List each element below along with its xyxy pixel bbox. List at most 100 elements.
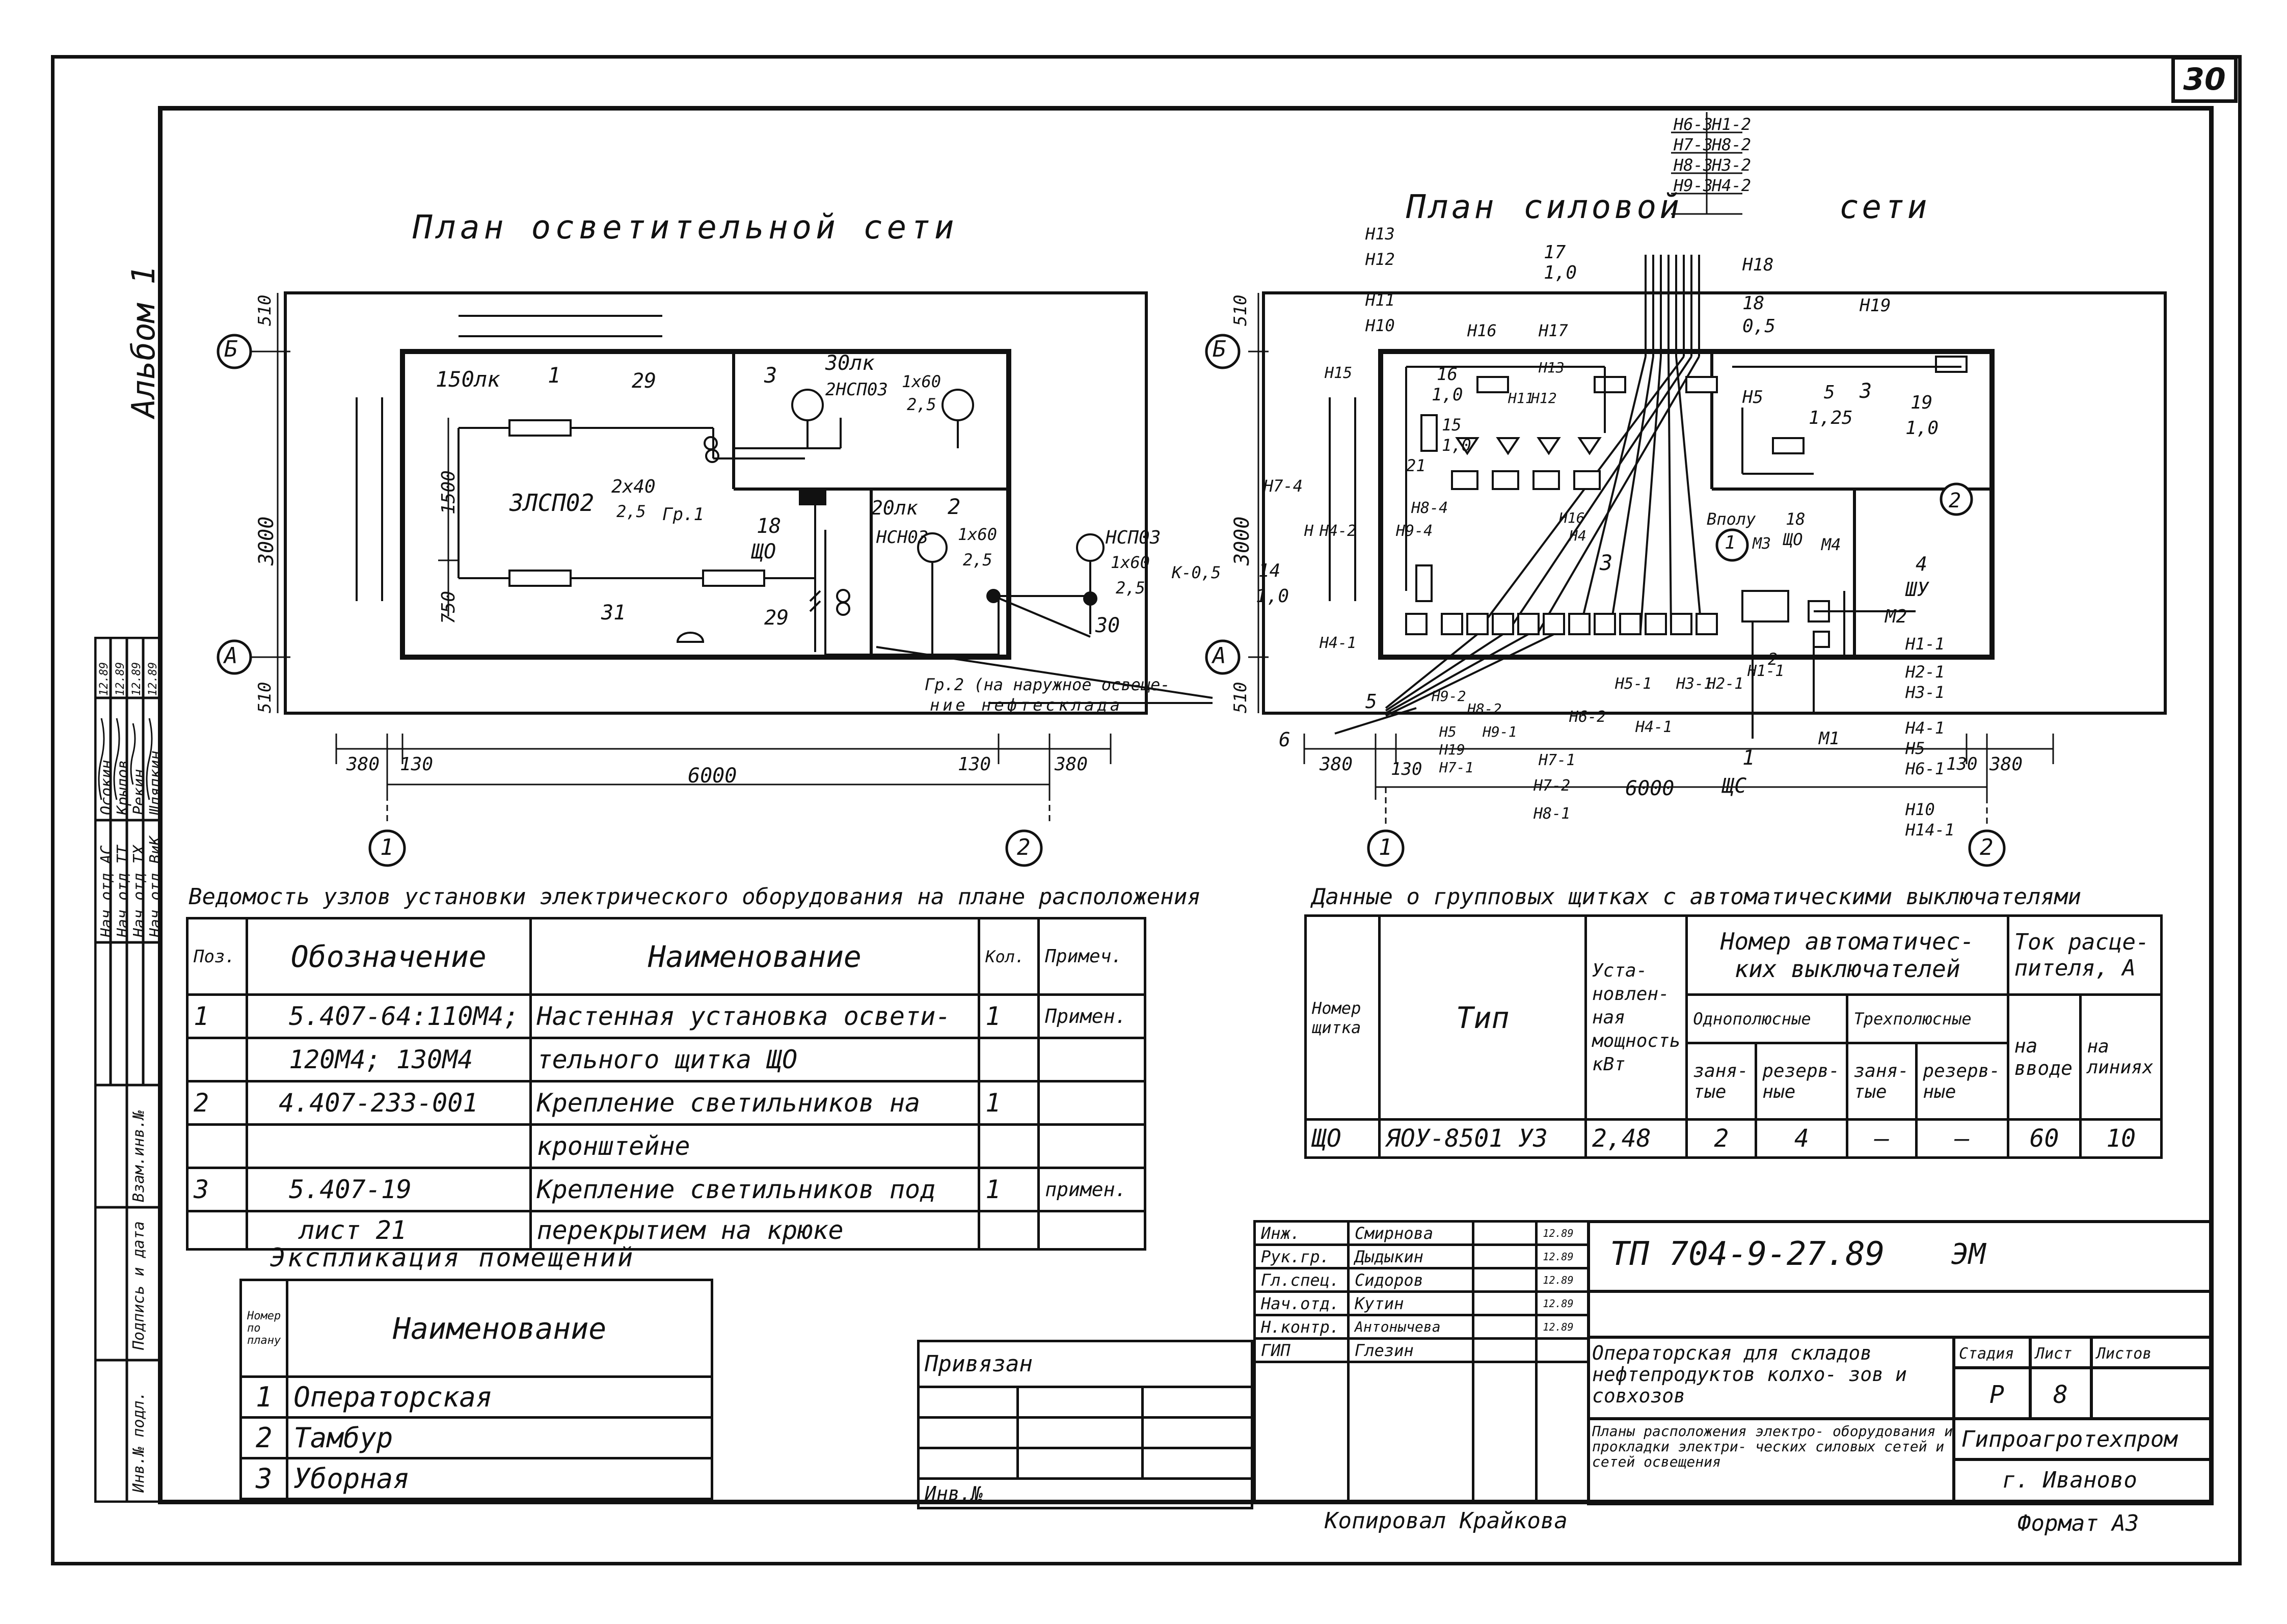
sig-row: Инж. Смирнова 12.89 xyxy=(1253,1220,1590,1246)
eq-r5-c1: лист 21 xyxy=(246,1210,532,1251)
sig-date-3: 12.89 xyxy=(1535,1290,1590,1316)
label-31: 31 xyxy=(601,601,626,625)
room-r0-num: 1 xyxy=(239,1375,289,1419)
riser-tag-1: Н6-3 xyxy=(1674,115,1713,134)
panel-table: Номер щитка Тип Уста- новлен- ная мощнос… xyxy=(1304,914,2163,1159)
group-2-label: Гр.2 (на наружное освеще- xyxy=(925,675,1170,694)
eq-15-p: 1,0 xyxy=(1442,436,1471,455)
label-2-right: 2 xyxy=(1768,649,1778,669)
equipment-table: Поз. Обозначение Наименование Кол. Приме… xyxy=(185,917,1146,1251)
dim-130-right-r: 130 xyxy=(1946,754,1978,774)
project-mark: ЭМ xyxy=(1951,1238,1986,1271)
tag-h1-1-right: Н1-1 xyxy=(1905,634,1945,654)
tag-h2-1-b: Н2-1 xyxy=(1707,675,1744,693)
dim-3000-left: 3000 xyxy=(255,516,278,565)
eq-r3-c4 xyxy=(1037,1123,1146,1169)
sheet-value: 8 xyxy=(2053,1381,2068,1409)
eq-19-p: 1,0 xyxy=(1905,418,1939,439)
eq-18-p: 0,5 xyxy=(1742,316,1776,337)
axis-2-right: 2 xyxy=(1980,834,1994,860)
table-row: 1 5.407-64:110М4; Настенная установка ос… xyxy=(185,993,1146,1039)
tag-h7-1-b: Н7-1 xyxy=(1439,759,1474,776)
col-reserve-3: резерв- ные xyxy=(1915,1042,2009,1121)
eq-r0-c0: 1 xyxy=(185,993,249,1039)
col-lines: на линиях xyxy=(2079,993,2163,1121)
dim-510-top-left: 510 xyxy=(255,294,275,326)
table-row: ЩО ЯОУ-8501 У3 2,48 2 4 — — 60 10 xyxy=(1304,1118,2163,1159)
dim-380-right-r: 380 xyxy=(1989,754,2023,775)
tag-h4-1: Н4-1 xyxy=(1320,634,1357,652)
tag-h4-1-right: Н4-1 xyxy=(1905,718,1945,738)
room-r1-num: 2 xyxy=(239,1416,289,1459)
stage-header: Стадия xyxy=(1959,1345,2014,1363)
dim-380-left-r: 380 xyxy=(1320,754,1353,775)
eq-r5-c0 xyxy=(185,1210,249,1251)
equipment-table-caption: Ведомость узлов установки электрического… xyxy=(189,884,1201,910)
eq-14-n: 14 xyxy=(1258,560,1281,581)
tag-h9-2: Н9-2 xyxy=(1432,688,1466,705)
tag-h8-1: Н8-1 xyxy=(1533,805,1571,823)
eq-r4-c1: 5.407-19 xyxy=(246,1167,532,1212)
room-r2-name: Уборная xyxy=(286,1457,713,1500)
tag-h8-2: Н8-2 xyxy=(1467,700,1502,717)
tag-h12: Н12 xyxy=(1365,250,1395,269)
tag-h15: Н15 xyxy=(1325,364,1353,382)
eq-r3-c2: кронштейне xyxy=(529,1123,981,1169)
label-5-right: 5 xyxy=(1365,690,1377,713)
dim-6000-right: 6000 xyxy=(1625,777,1675,800)
tag-h2-1-right: Н2-1 xyxy=(1905,662,1945,682)
lux-room-2: 20лк xyxy=(871,497,918,519)
panel-name: ЩО xyxy=(751,540,776,563)
eq-r1-c1: 120М4; 130М4 xyxy=(246,1037,532,1082)
sho-name: ЩО xyxy=(1783,530,1803,549)
tag-h9-4: Н9-4 xyxy=(1396,522,1433,540)
dim-6000-left: 6000 xyxy=(688,764,737,788)
shs-num: 1 xyxy=(1742,746,1755,770)
project-code: ТП 704-9-27.89 xyxy=(1610,1235,1885,1273)
eq-r2-c2: Крепление светильников на xyxy=(529,1080,981,1126)
sheets-header: Листов xyxy=(2096,1345,2152,1363)
rooms-table-caption: Экспликация помещений xyxy=(270,1243,635,1273)
page-number: 30 xyxy=(2171,56,2238,103)
dim-510-bottom-right: 510 xyxy=(1230,682,1251,713)
dim-130-left-r: 130 xyxy=(1391,759,1422,779)
eq-r1-c2: тельного щитка ЩО xyxy=(529,1037,981,1082)
eq-r4-c2: Крепление светильников под xyxy=(529,1167,981,1212)
eq-14-p: 1,0 xyxy=(1256,586,1289,607)
lighting-plan-title: План осветительной сети xyxy=(413,209,958,247)
table-row: 3 Уборная xyxy=(239,1457,713,1500)
dim-510-bottom-left: 510 xyxy=(255,682,275,713)
org-city: г. Иваново xyxy=(2002,1467,2137,1493)
riser-tag-6: Н3-2 xyxy=(1712,155,1752,175)
sig-row: ГИП Глезин xyxy=(1253,1337,1590,1363)
lamp-ext-k: К-0,5 xyxy=(1172,563,1221,582)
tag-h7-2: Н7-2 xyxy=(1533,777,1571,795)
eq-17-n: 17 xyxy=(1544,242,1566,263)
eq-r0-c4: Примен. xyxy=(1037,993,1146,1039)
room-1-num: 1 xyxy=(548,363,561,388)
dim-1500: 1500 xyxy=(438,470,459,515)
table-row: 1 Операторская xyxy=(239,1375,713,1419)
tag-m2: М2 xyxy=(1885,606,1907,627)
sig-role-2: Гл.спец. xyxy=(1253,1267,1350,1293)
sig-name-5: Глезин xyxy=(1347,1337,1474,1363)
sig-name-3: Кутин xyxy=(1347,1290,1474,1316)
tag-h7-1: Н7-1 xyxy=(1539,751,1576,769)
equipment-table-header: Поз. Обозначение Наименование Кол. Приме… xyxy=(185,917,1146,996)
tag-h6-1-right: Н6-1 xyxy=(1905,759,1945,778)
panel-table-header-1: Номер щитка Тип Уста- новлен- ная мощнос… xyxy=(1304,914,2163,1121)
group-2-label-b: ние нефтесклада xyxy=(930,695,1123,715)
col-panel-number: Номер щитка xyxy=(1304,914,1381,1121)
right-plan-walls xyxy=(1248,291,2167,825)
tag-h4-1-b: Н4-1 xyxy=(1635,718,1673,736)
eq-r3-c0 xyxy=(185,1123,249,1169)
label-29-bottom: 29 xyxy=(764,606,789,630)
axis-1-left: 1 xyxy=(380,834,394,860)
label-6-right: 6 xyxy=(1279,728,1290,751)
panel-cell-3: 2 xyxy=(1685,1118,1758,1159)
sig-row: Рук.гр. Дыдыкин 12.89 xyxy=(1253,1243,1590,1269)
tag-h1-1-b: Н1-1 xyxy=(1747,662,1785,680)
rooms-table-header: Номер по плану Наименование xyxy=(239,1279,713,1378)
tag-h19: Н19 xyxy=(1860,295,1891,316)
tag-h7-4: Н7-4 xyxy=(1263,476,1303,496)
